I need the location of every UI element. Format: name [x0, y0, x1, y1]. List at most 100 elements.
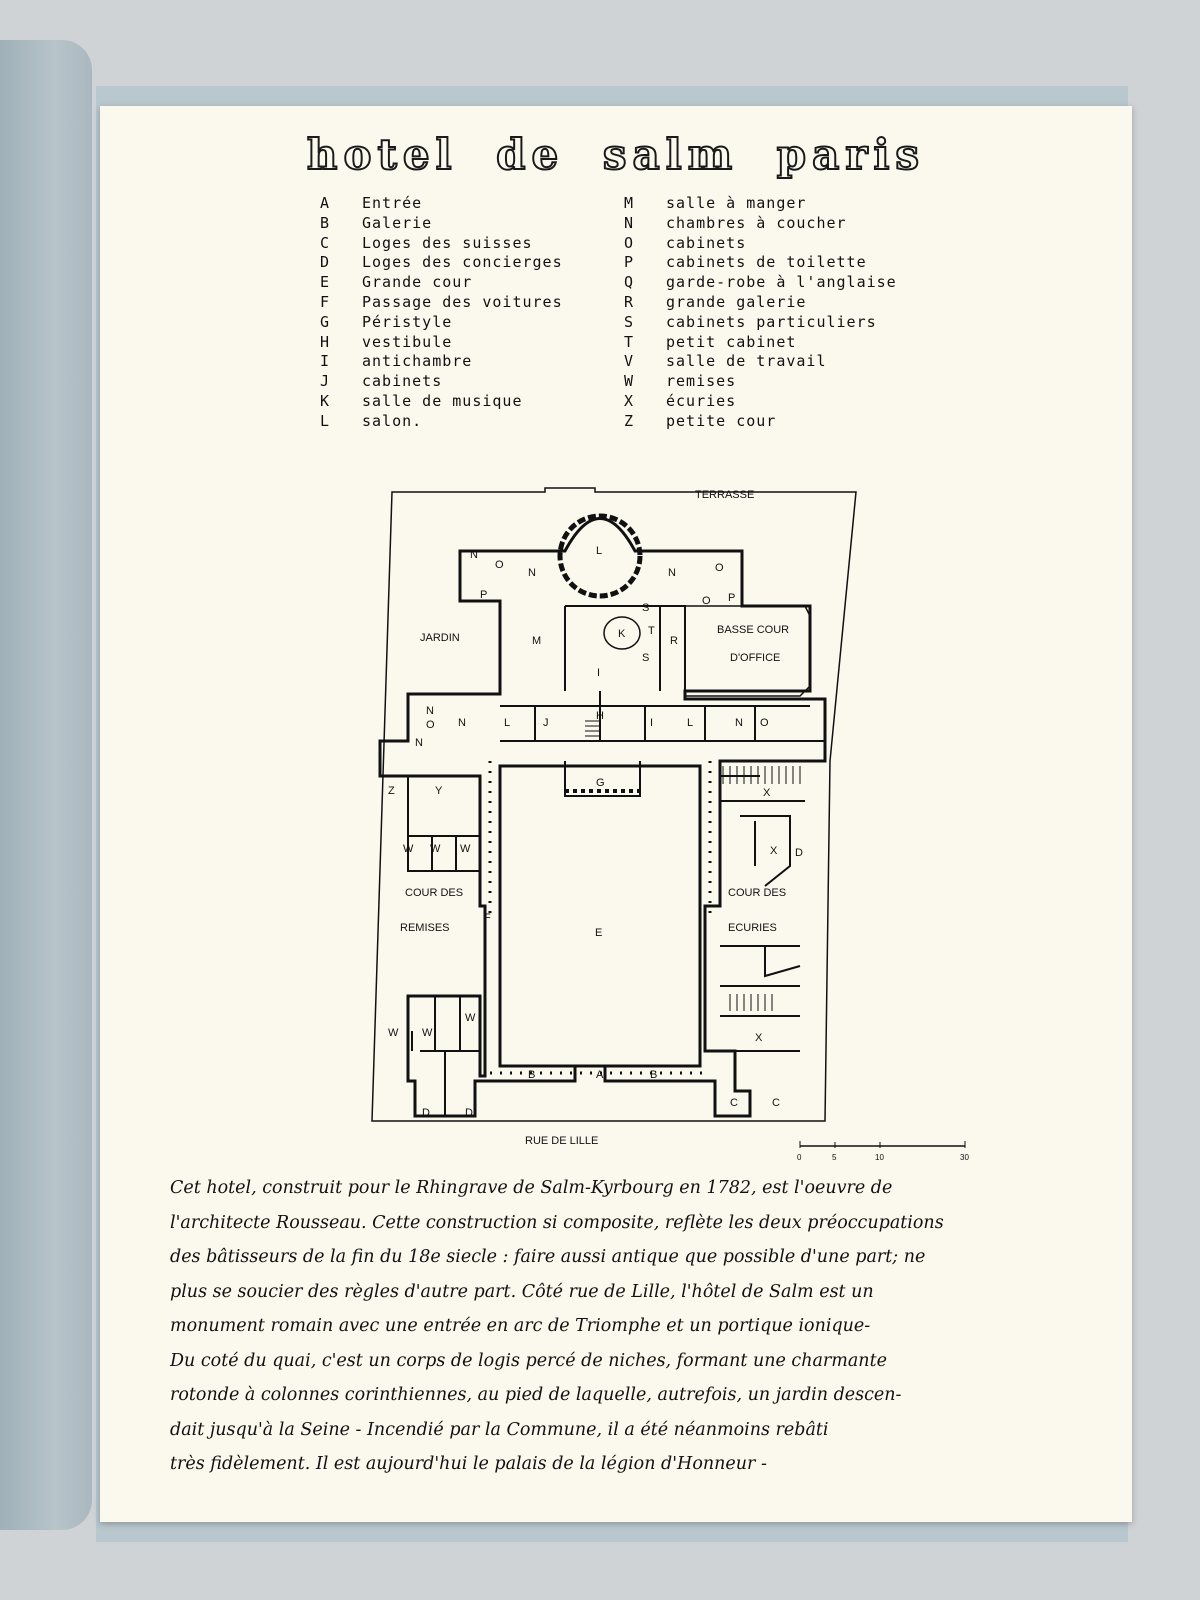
room-label: N [470, 549, 478, 561]
legend-key: B [320, 213, 331, 232]
room-label: X [763, 787, 771, 799]
room-label: K [618, 628, 626, 640]
room-label: W [460, 843, 471, 855]
description-line: Du coté du quai, c'est un corps de logis… [170, 1350, 887, 1371]
description-line: monument romain avec une entrée en arc d… [170, 1316, 871, 1336]
plan-label-basse-cour: BASSE COUR [717, 624, 789, 636]
room-label: B [650, 1069, 657, 1081]
legend-key: V [624, 352, 635, 371]
legend-key: T [624, 332, 635, 351]
room-label: I [597, 667, 600, 679]
plan-label-terrasse: TERRASSE [695, 489, 754, 501]
legend-label: salle de travail [666, 352, 827, 371]
description-line: très fidèlement. Il est aujourd'hui le p… [170, 1454, 767, 1474]
legend-key: Q [624, 273, 635, 292]
room-label: W [422, 1027, 433, 1039]
legend-label: vestibule [362, 332, 453, 351]
room-label: S [642, 602, 649, 614]
description-line: rotonde à colonnes corinthiennes, au pie… [170, 1385, 902, 1405]
plan-label-cour-remises-2: REMISES [400, 922, 450, 934]
legend-key: C [320, 233, 331, 252]
room-label: O [702, 595, 711, 607]
legend-label: écuries [666, 391, 737, 410]
scale-label: 10 [875, 1153, 884, 1162]
room-label: L [687, 717, 693, 729]
legend-label: salon. [362, 411, 423, 430]
room-label: W [388, 1027, 399, 1039]
room-label: T [648, 625, 655, 637]
legend-label: salle à manger [666, 194, 807, 212]
legend-label: salle de musique [362, 391, 523, 410]
legend-key: I [320, 352, 331, 371]
legend-label: Galerie [362, 213, 433, 232]
legend-key: K [320, 391, 331, 410]
room-label: G [596, 777, 605, 789]
room-label: L [504, 717, 510, 729]
legend-label: Loges des suisses [362, 233, 533, 252]
room-label: N [426, 705, 434, 717]
legend-label: cabinets de toilette [666, 253, 867, 272]
room-label: X [770, 845, 778, 857]
scale-label: 5 [832, 1153, 837, 1162]
legend-label: antichambre [362, 352, 473, 371]
room-label: Y [435, 785, 443, 797]
legend-key: R [624, 292, 635, 311]
page-title: hotel de salm paris [306, 129, 926, 180]
legend-key: G [320, 312, 331, 331]
room-label: H [596, 710, 604, 722]
room-label: P [480, 589, 487, 601]
legend-label: cabinets [362, 372, 443, 391]
legend-key: S [624, 312, 635, 331]
room-label: A [596, 1069, 604, 1081]
legend-label: petit cabinet [666, 332, 797, 351]
room-label: R [670, 635, 678, 647]
room-label: N [528, 567, 536, 579]
legend-key: W [624, 372, 635, 391]
legend-key: O [624, 233, 635, 252]
legend-label: grande galerie [666, 292, 807, 311]
room-label: Z [388, 785, 395, 797]
handwritten-description: Cet hotel, construit pour le Rhingrave d… [170, 1171, 1110, 1482]
room-label: C [730, 1097, 738, 1109]
plan-label-rue: RUE DE LILLE [525, 1135, 598, 1147]
room-label: D [795, 847, 803, 859]
plan-label-office: D'OFFICE [730, 652, 780, 664]
plan-label-cour-ecuries-2: ECURIES [728, 922, 777, 934]
room-label: N [735, 717, 743, 729]
room-label: I [650, 717, 653, 729]
binder-cover [0, 40, 92, 1530]
legend-label: Grande cour [362, 273, 473, 292]
description-line: plus se soucier des règles d'autre part.… [170, 1281, 874, 1302]
legend-label: chambres à coucher [666, 213, 847, 232]
description-line: dait jusqu'à la Seine - Incendié par la … [170, 1419, 829, 1440]
plan-label-cour-remises-1: COUR DES [405, 887, 463, 899]
legend-label: remises [666, 372, 737, 391]
legend-label: Loges des concierges [362, 253, 563, 272]
room-label: N [415, 737, 423, 749]
floor-plan-drawing: TERRASSE JARDIN BASSE COUR D'OFFICE COUR… [371, 487, 857, 1147]
legend-label: Passage des voitures [362, 292, 563, 311]
room-label: N [458, 717, 466, 729]
legend-key: N [624, 213, 635, 232]
room-label: N [668, 567, 676, 579]
room-label: M [532, 635, 541, 647]
room-label: B [528, 1069, 535, 1081]
legend-key: A [320, 194, 331, 212]
description-line: des bâtisseurs de la fin du 18e siecle :… [170, 1247, 926, 1267]
legend-key: L [320, 411, 331, 430]
